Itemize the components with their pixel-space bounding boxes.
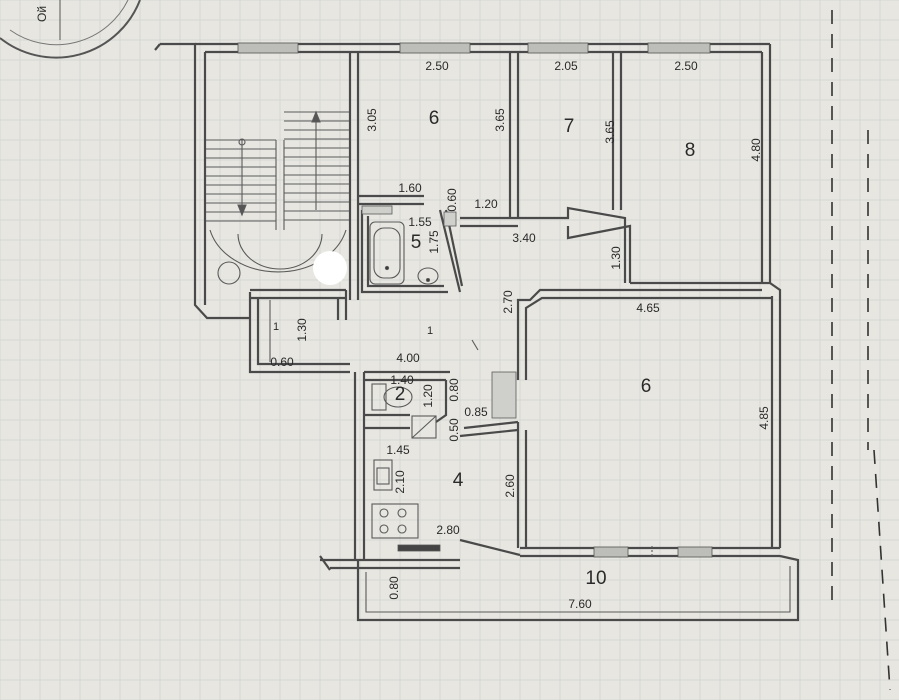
room-4-label: 4 [453, 470, 464, 491]
room-1-small-label: 1 [273, 321, 279, 333]
dim-0-80-b: 0.80 [387, 576, 401, 600]
dim-4-80: 4.80 [749, 138, 763, 162]
dim-4-00: 4.00 [396, 351, 420, 365]
corner-label: Ой [35, 6, 49, 22]
dim-3-65-a: 3.65 [493, 108, 507, 132]
bathtub-icon [369, 221, 405, 285]
room-1-hall-label: 1 [427, 325, 433, 337]
toilet-icon [371, 383, 387, 411]
room-2-label: 2 [395, 384, 406, 405]
outer-walls [154, 42, 800, 622]
sink-icon [417, 267, 439, 285]
dim-1-40: 1.40 [390, 373, 414, 387]
fixtures [369, 221, 653, 558]
staircase [206, 110, 349, 285]
dim-0-50: 0.50 [447, 418, 461, 442]
dim-1-20-b: 1.20 [421, 384, 435, 408]
corner-stamp: Ой [0, 0, 141, 59]
dim-2-60: 2.60 [503, 474, 517, 498]
dim-2-70: 2.70 [501, 290, 515, 314]
dim-2-50-a: 2.50 [425, 59, 449, 73]
room-10-label: 10 [585, 568, 606, 589]
interior-walls [248, 52, 772, 560]
kitchen-sink-icon [373, 459, 393, 491]
dim-2-05: 2.05 [554, 59, 578, 73]
dim-1-20-a: 1.20 [474, 197, 498, 211]
stove-icon [371, 503, 419, 539]
dim-0-85: 0.85 [464, 405, 488, 419]
dim-1-60: 1.60 [398, 181, 422, 195]
dim-1-55: 1.55 [408, 215, 432, 229]
dim-2-10: 2.10 [393, 470, 407, 494]
dim-3-05: 3.05 [365, 108, 379, 132]
room-6-big-label: 6 [641, 376, 652, 397]
dim-1-30-a: 1.30 [609, 246, 623, 270]
dim-1-75: 1.75 [427, 230, 441, 254]
right-boundary-lines [831, 10, 891, 691]
room-5-label: 5 [411, 232, 422, 253]
windows [237, 42, 713, 558]
dim-4-85: 4.85 [757, 406, 771, 430]
dimension-labels: 2.50 2.05 2.50 3.05 3.65 3.65 4.80 1.60 … [270, 59, 771, 611]
dim-0-80-a: 0.80 [447, 378, 461, 402]
dim-4-65: 4.65 [636, 301, 660, 315]
dim-3-65-b: 3.65 [603, 120, 617, 144]
room-8-label: 8 [685, 140, 696, 161]
dim-2-50-b: 2.50 [674, 59, 698, 73]
dim-3-40: 3.40 [512, 231, 536, 245]
dim-0-60-b: 0.60 [270, 355, 294, 369]
boiler-icon [411, 415, 437, 439]
dim-1-30-b: 1.30 [295, 318, 309, 342]
room-labels: 6 7 8 5 1 1 2 4 6 10 [273, 108, 695, 589]
dim-7-60: 7.60 [568, 597, 592, 611]
dim-2-80: 2.80 [436, 523, 460, 537]
dim-1-45: 1.45 [386, 443, 410, 457]
white-marker-icon [313, 251, 347, 285]
room-6-top-label: 6 [429, 108, 440, 129]
dim-0-60-a: 0.60 [445, 188, 459, 212]
room-7-label: 7 [564, 116, 575, 137]
